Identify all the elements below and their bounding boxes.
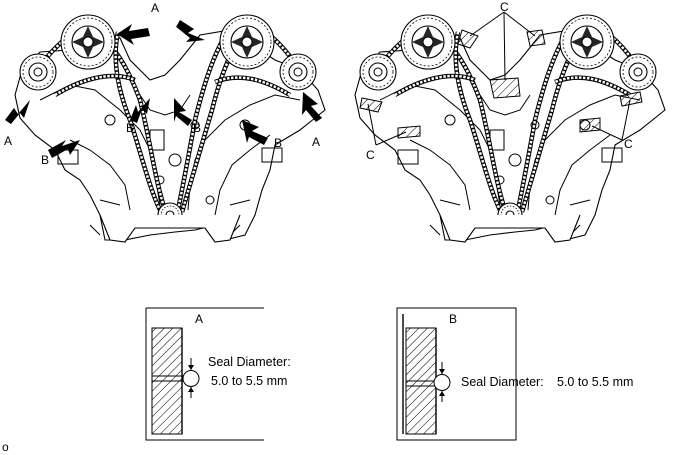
- detail-a-seal-label: Seal Diameter:: [208, 355, 291, 369]
- arrow-a-top-left: [117, 24, 150, 45]
- right-engine-drawing: C C C: [355, 0, 665, 242]
- seal-area-c-right-lower: [579, 117, 601, 133]
- detail-b-box: B Seal Diameter: 5.0 to 5.5 mm: [396, 307, 633, 441]
- seal-area-c-left: [359, 97, 383, 113]
- arrow-a-right: [302, 92, 322, 122]
- arrow-b-mid-left: [130, 98, 150, 123]
- left-engine-drawing: A A A B B B B: [4, 1, 325, 242]
- seal-area-c-center: [489, 77, 521, 99]
- detail-b-seal-value: 5.0 to 5.5 mm: [557, 375, 633, 389]
- label-b-left: B: [41, 153, 49, 167]
- arrow-a-left: [5, 100, 30, 124]
- label-b-right: B: [274, 136, 282, 150]
- detail-b-seal-label: Seal Diameter:: [461, 375, 544, 389]
- label-b-mid-right: B: [193, 121, 201, 135]
- label-a-right: A: [312, 135, 320, 149]
- leader-c-right: [591, 99, 631, 141]
- arrow-b-left: [48, 140, 80, 158]
- leader-c-left: [367, 103, 407, 146]
- label-c-right: C: [624, 137, 633, 151]
- arrow-a-top-right: [175, 20, 205, 42]
- detail-b-frame: [396, 307, 517, 441]
- arrow-b-right: [242, 120, 268, 145]
- label-b-mid-left: B: [126, 121, 134, 135]
- label-a-left: A: [4, 134, 12, 148]
- figure-code: o: [2, 440, 9, 454]
- detail-a-seal-bead: [182, 370, 200, 387]
- seal-area-c-top-right: [526, 29, 546, 47]
- detail-b-seal-bead: [433, 374, 451, 391]
- label-c-top: C: [500, 0, 509, 14]
- detail-a-box: A Seal Diameter: 5.0 to 5.5 mm: [145, 307, 291, 441]
- seal-area-c-right: [619, 91, 643, 107]
- label-c-left: C: [366, 148, 375, 162]
- arrow-b-mid-right: [174, 98, 192, 126]
- leader-c-top: [469, 11, 536, 81]
- detail-a-frame: [145, 307, 264, 441]
- detail-b-title: B: [449, 312, 457, 326]
- detail-a-title: A: [195, 312, 203, 326]
- label-a-top: A: [151, 1, 159, 15]
- seal-area-c-left-lower: [397, 125, 421, 139]
- detail-a-seal-value: 5.0 to 5.5 mm: [211, 374, 287, 388]
